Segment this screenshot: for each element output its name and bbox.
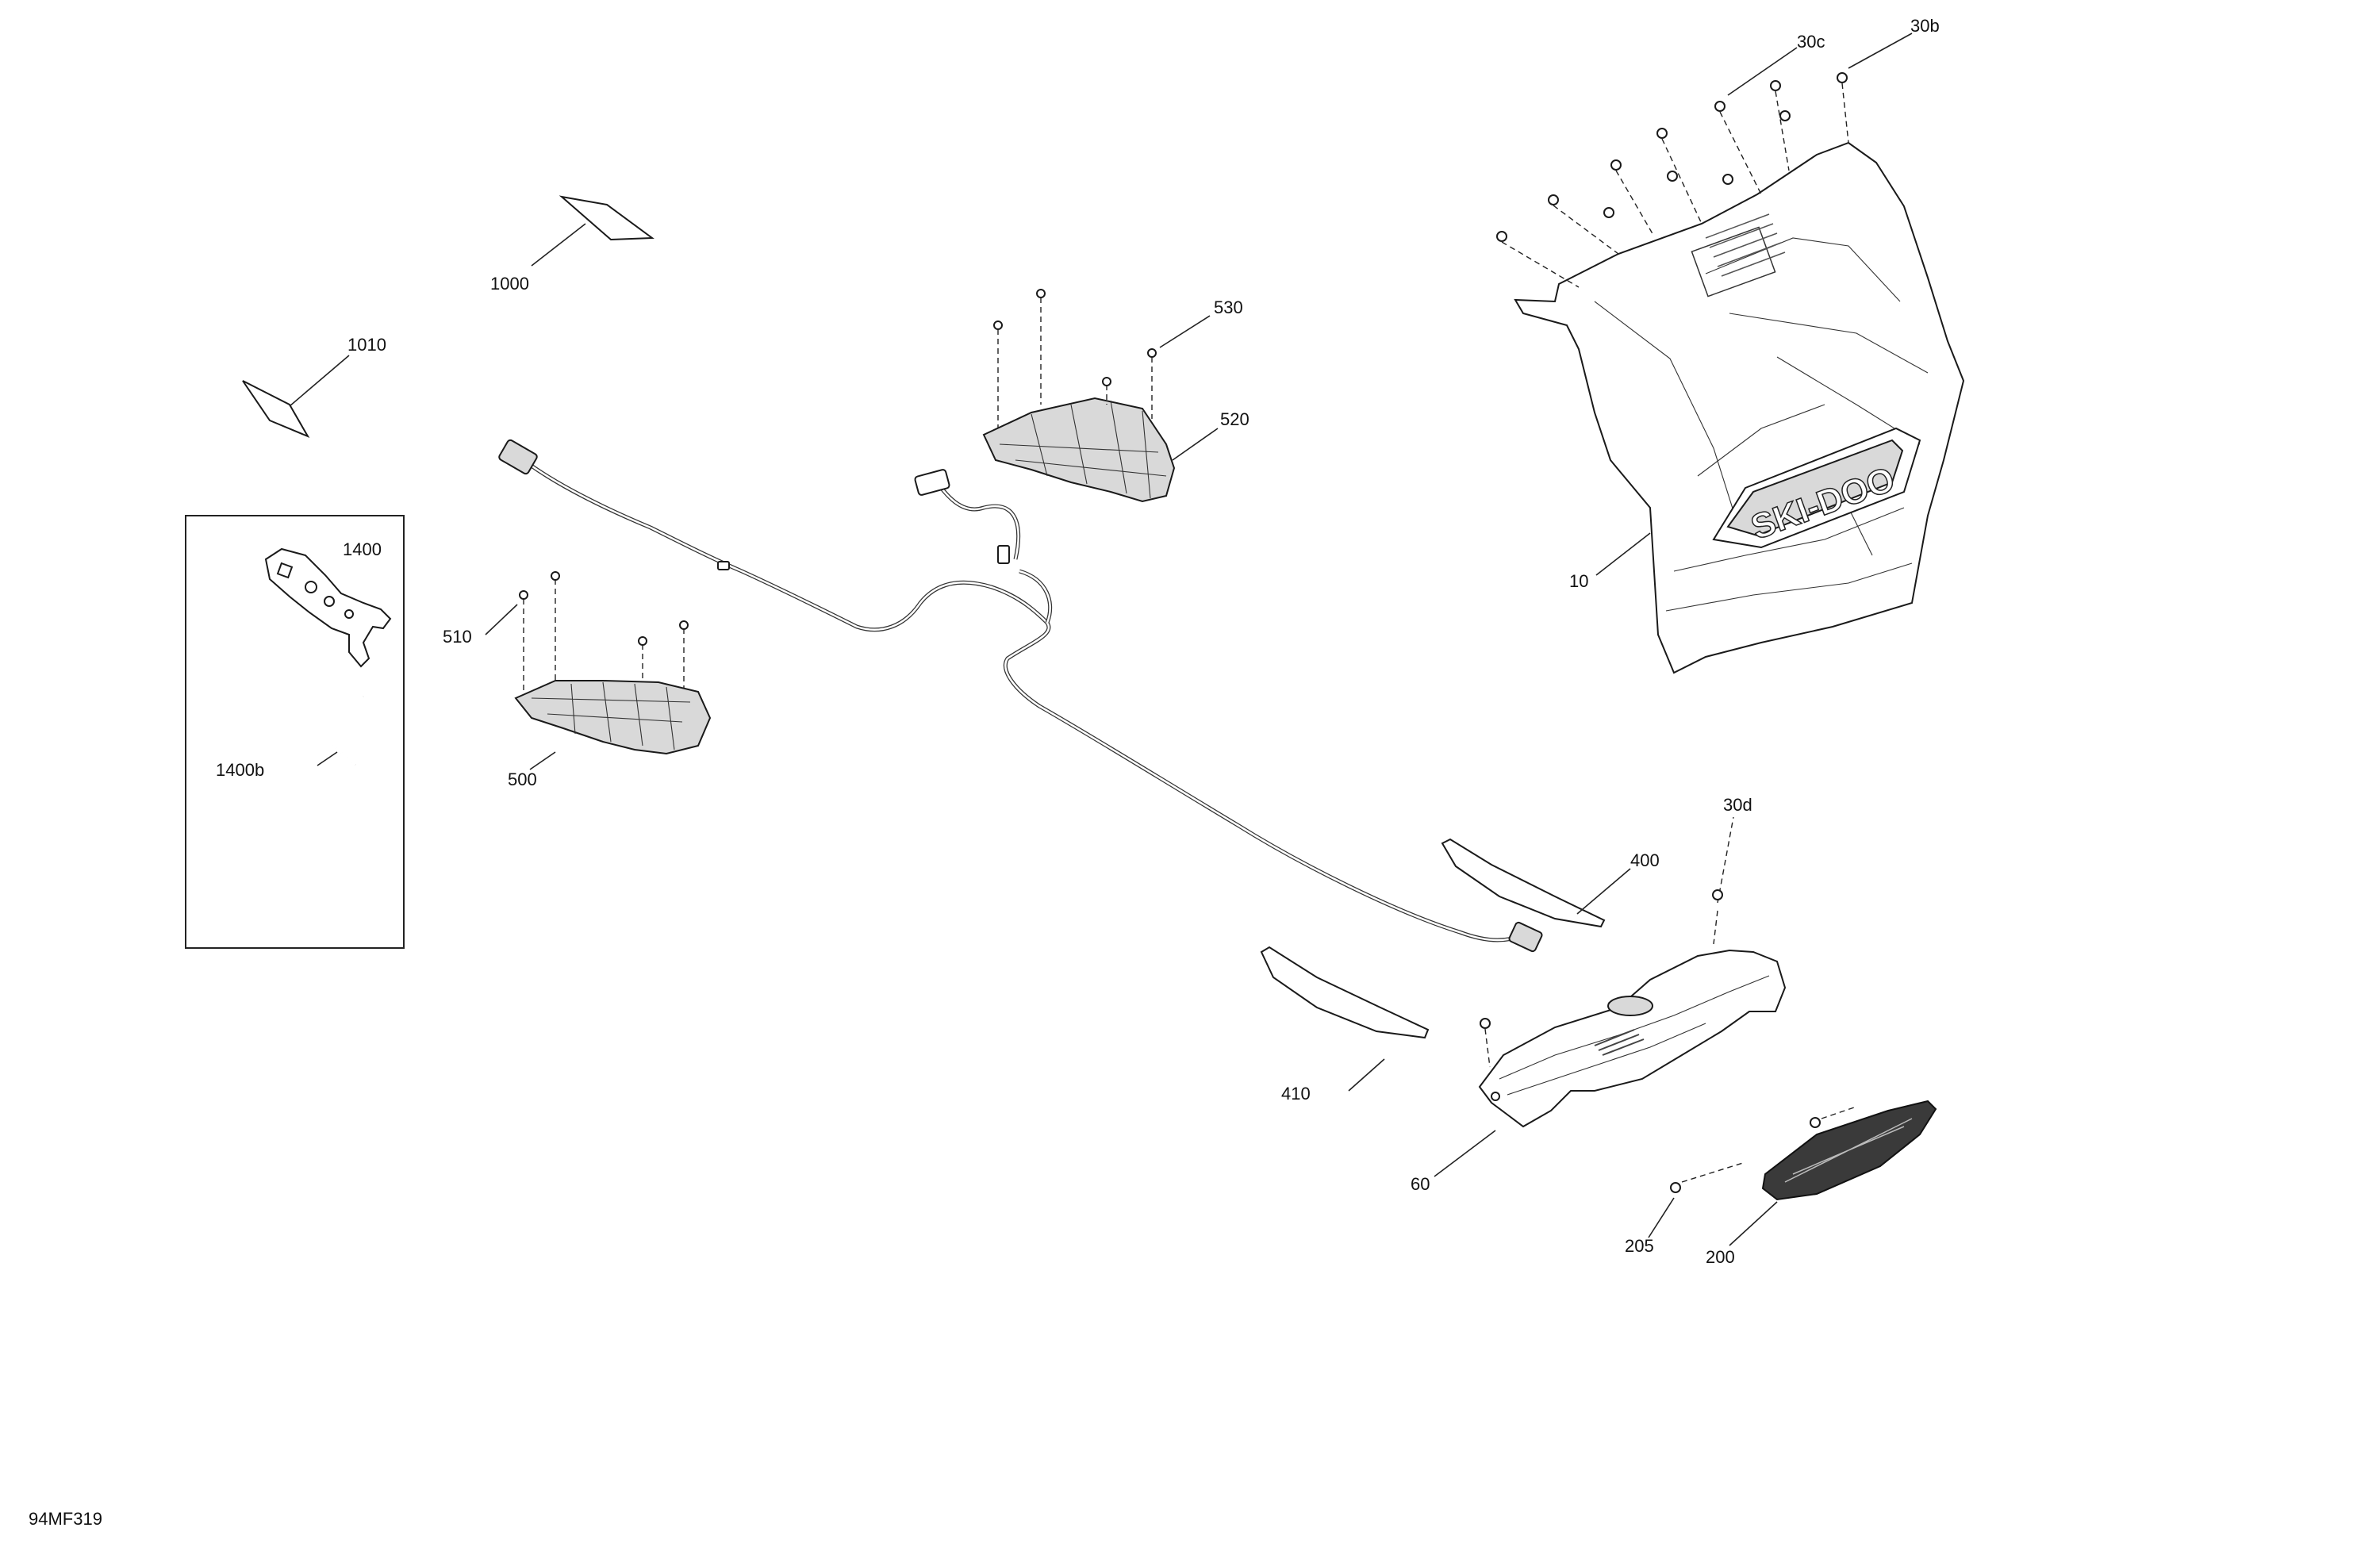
callout-60: 60: [1411, 1174, 1430, 1194]
callout-510: 510: [443, 627, 472, 647]
callout-1400b: 1400b: [216, 760, 264, 780]
part-10-rear-panel[interactable]: SKI-DOO: [1514, 141, 1965, 674]
callout-1000: 1000: [490, 274, 529, 294]
callout-1400: 1400: [343, 539, 382, 559]
callout-200: 200: [1706, 1247, 1735, 1267]
part-410-reflector[interactable]: [1260, 946, 1430, 1092]
part-500-rack[interactable]: [514, 680, 712, 755]
part-1010-decal[interactable]: [242, 355, 350, 439]
wiring-harness[interactable]: [498, 439, 1543, 953]
screws-510[interactable]: [485, 571, 689, 690]
part-1400-wrench[interactable]: [264, 547, 392, 668]
callout-1010: 1010: [347, 335, 386, 355]
callout-30c: 30c: [1797, 32, 1825, 52]
toolkit-frame: [185, 515, 405, 949]
part-1400b-hex-key[interactable]: [317, 696, 365, 766]
part-200-tail-lens[interactable]: [1729, 1100, 1937, 1246]
part-60-light-housing[interactable]: [1434, 949, 1787, 1177]
screw-30d[interactable]: [1480, 816, 1734, 1068]
callout-400: 400: [1630, 850, 1660, 870]
diagram-id: 94MF319: [29, 1509, 102, 1529]
bolts-30[interactable]: [1496, 33, 1913, 288]
callout-410: 410: [1281, 1084, 1311, 1104]
part-1000-decal[interactable]: [531, 195, 654, 267]
part-520-rack[interactable]: [982, 397, 1176, 503]
part-400-reflector[interactable]: [1441, 838, 1631, 928]
callout-30b: 30b: [1910, 16, 1940, 36]
callout-530: 530: [1214, 297, 1243, 317]
callout-520: 520: [1220, 409, 1250, 429]
callout-10: 10: [1569, 571, 1588, 591]
callout-205: 205: [1625, 1236, 1654, 1256]
callout-500: 500: [508, 770, 537, 789]
screws-205[interactable]: [1648, 1106, 1857, 1238]
screws-530[interactable]: [993, 289, 1211, 428]
callout-30d: 30d: [1723, 795, 1752, 815]
